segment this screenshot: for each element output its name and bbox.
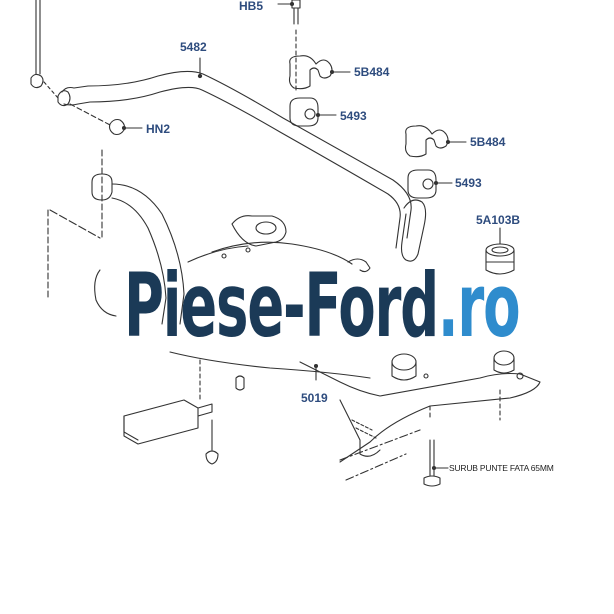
part-label-hn2: HN2 — [146, 122, 171, 136]
hb5-bolt — [277, 0, 301, 91]
part-label-5b484-top: 5B484 — [354, 65, 390, 79]
part-label-hb5: HB5 — [239, 0, 264, 13]
part-label-5493-right: 5493 — [455, 176, 482, 190]
part-label-5019: 5019 — [301, 391, 328, 405]
bracket-5b484-right — [404, 125, 467, 158]
bracket-5b484-top — [288, 55, 351, 90]
bushing-5493-top — [289, 97, 337, 127]
watermark-main-text: Piese-Ford — [124, 254, 439, 357]
watermark-tld-text: .ro — [437, 254, 521, 357]
front-subframe — [169, 215, 541, 481]
hn2-nut — [108, 118, 143, 136]
part-label-5482: 5482 — [180, 40, 207, 54]
subframe-bolt — [423, 439, 449, 487]
site-watermark: Piese-Ford.ro — [124, 262, 521, 350]
part-label-5493-top: 5493 — [340, 109, 367, 123]
part-label-5a103b: 5A103B — [476, 213, 521, 227]
bushing-5493-right — [407, 169, 453, 199]
bolt-note-label: SURUB PUNTE FATA 65MM — [449, 463, 554, 473]
shield-plate — [123, 359, 245, 465]
part-label-5b484-right: 5B484 — [470, 135, 506, 149]
stabilizer-bar — [43, 57, 427, 262]
bushing-5a103b — [485, 227, 515, 275]
stabilizer-link-rod — [30, 0, 44, 89]
left-lower-arm — [47, 149, 185, 325]
